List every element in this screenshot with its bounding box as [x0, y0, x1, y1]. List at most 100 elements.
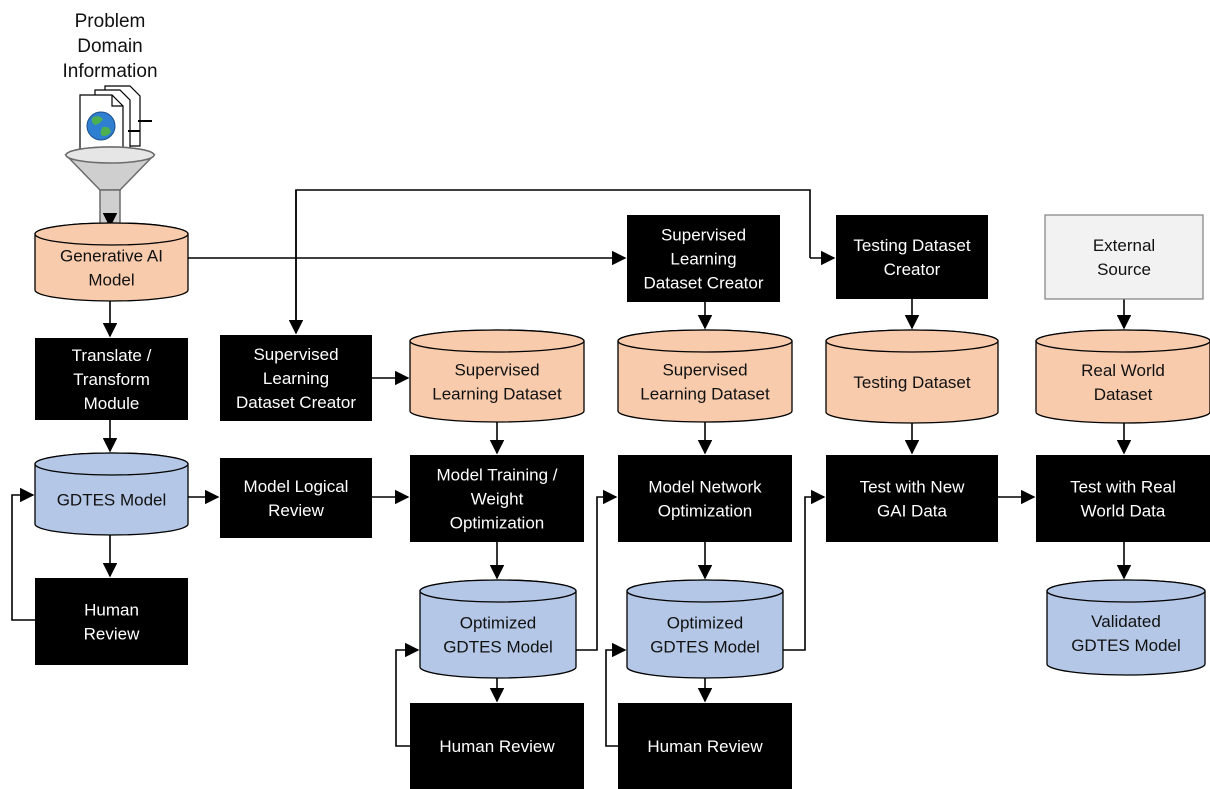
node-label: Supervised — [661, 226, 746, 245]
node-label: Model — [88, 271, 134, 290]
node-label: World Data — [1081, 502, 1166, 521]
node-label: Learning — [263, 369, 329, 388]
connectors — [11, 189, 1132, 747]
process-box — [836, 215, 988, 299]
process-box — [220, 335, 372, 421]
node-label: Supervised — [662, 361, 747, 380]
problem-domain-title: Problem Domain Information — [62, 11, 157, 82]
node-label: GDTES Model — [443, 638, 553, 657]
connector-human-review-3-to-optimized-2 — [605, 642, 627, 747]
cylinder-top — [825, 329, 999, 353]
connector-optimized-2-to-test-gai — [783, 489, 826, 651]
cylinder-top — [34, 452, 189, 476]
node-label: Test with New — [860, 478, 966, 497]
node-generative-ai: Generative AI Model — [34, 222, 189, 302]
node-label: Supervised — [454, 361, 539, 380]
node-label: Human Review — [439, 737, 555, 756]
node-gdtes-model: GDTES Model — [34, 452, 189, 536]
title-line-2: Domain — [77, 36, 142, 57]
external-box — [1044, 214, 1204, 300]
node-label: Human — [84, 601, 139, 620]
connector-human-review-to-gdtes — [11, 487, 35, 621]
node-label: Supervised — [253, 345, 338, 364]
process-box — [618, 455, 792, 542]
node-label: Model Training / — [437, 466, 558, 485]
node-label: Generative AI — [60, 247, 163, 266]
cylinder-top — [1035, 329, 1210, 353]
node-label: Learning — [670, 250, 736, 269]
funnel-icon — [64, 146, 156, 225]
node-label: Validated — [1091, 612, 1161, 631]
node-label: Testing Dataset — [853, 373, 970, 392]
node-label: Human Review — [647, 737, 763, 756]
process-box — [1036, 455, 1210, 542]
connector-human-review-2-to-optimized-1 — [395, 642, 420, 747]
process-box — [618, 703, 792, 789]
node-label: Real World — [1081, 361, 1165, 380]
node-label: Learning Dataset — [640, 385, 770, 404]
node-label: External — [1093, 236, 1155, 255]
cylinder-top — [1046, 579, 1206, 603]
cylinder-top — [34, 222, 189, 246]
title-line-3: Information — [62, 61, 157, 82]
node-label: Weight — [471, 490, 524, 509]
process-box — [826, 455, 998, 542]
cylinder-top — [626, 579, 784, 603]
node-label: Source — [1097, 260, 1151, 279]
node-label: Transform — [73, 370, 150, 389]
documents-globe-icon — [79, 85, 152, 159]
node-human-review-3: Human Review — [618, 703, 792, 789]
node-label: Module — [84, 394, 140, 413]
process-box — [220, 458, 372, 538]
node-label: Optimized — [460, 614, 537, 633]
node-label: Optimization — [450, 514, 544, 533]
connector-optimized-1-to-network-opt — [576, 489, 618, 651]
node-label: GDTES Model — [1071, 636, 1181, 655]
node-label: Review — [84, 625, 140, 644]
node-label: Learning Dataset — [432, 385, 562, 404]
node-label: Optimized — [667, 614, 744, 633]
node-label: Model Network — [648, 478, 762, 497]
cylinder-top — [419, 579, 577, 603]
node-label: Testing Dataset — [853, 236, 970, 255]
node-label: GDTES Model — [57, 491, 167, 510]
node-label: Dataset Creator — [236, 393, 356, 412]
cylinder-top — [617, 329, 793, 353]
title-line-1: Problem — [75, 11, 146, 32]
process-box — [410, 703, 584, 789]
process-box — [35, 338, 188, 420]
node-label: Dataset Creator — [644, 274, 764, 293]
node-label: GAI Data — [877, 502, 947, 521]
node-label: Model Logical — [244, 477, 349, 496]
process-box — [35, 578, 188, 665]
cylinder-top — [409, 329, 585, 353]
node-label: Creator — [884, 260, 941, 279]
node-label: Test with Real — [1070, 478, 1176, 497]
node-label: Optimization — [658, 502, 752, 521]
node-label: Dataset — [1094, 385, 1153, 404]
node-human-review-2: Human Review — [410, 703, 584, 789]
node-label: GDTES Model — [650, 638, 760, 657]
process-box — [627, 215, 780, 302]
node-testing-dataset: Testing Dataset — [825, 329, 999, 424]
node-label: Translate / — [72, 346, 152, 365]
node-label: Review — [268, 501, 324, 520]
